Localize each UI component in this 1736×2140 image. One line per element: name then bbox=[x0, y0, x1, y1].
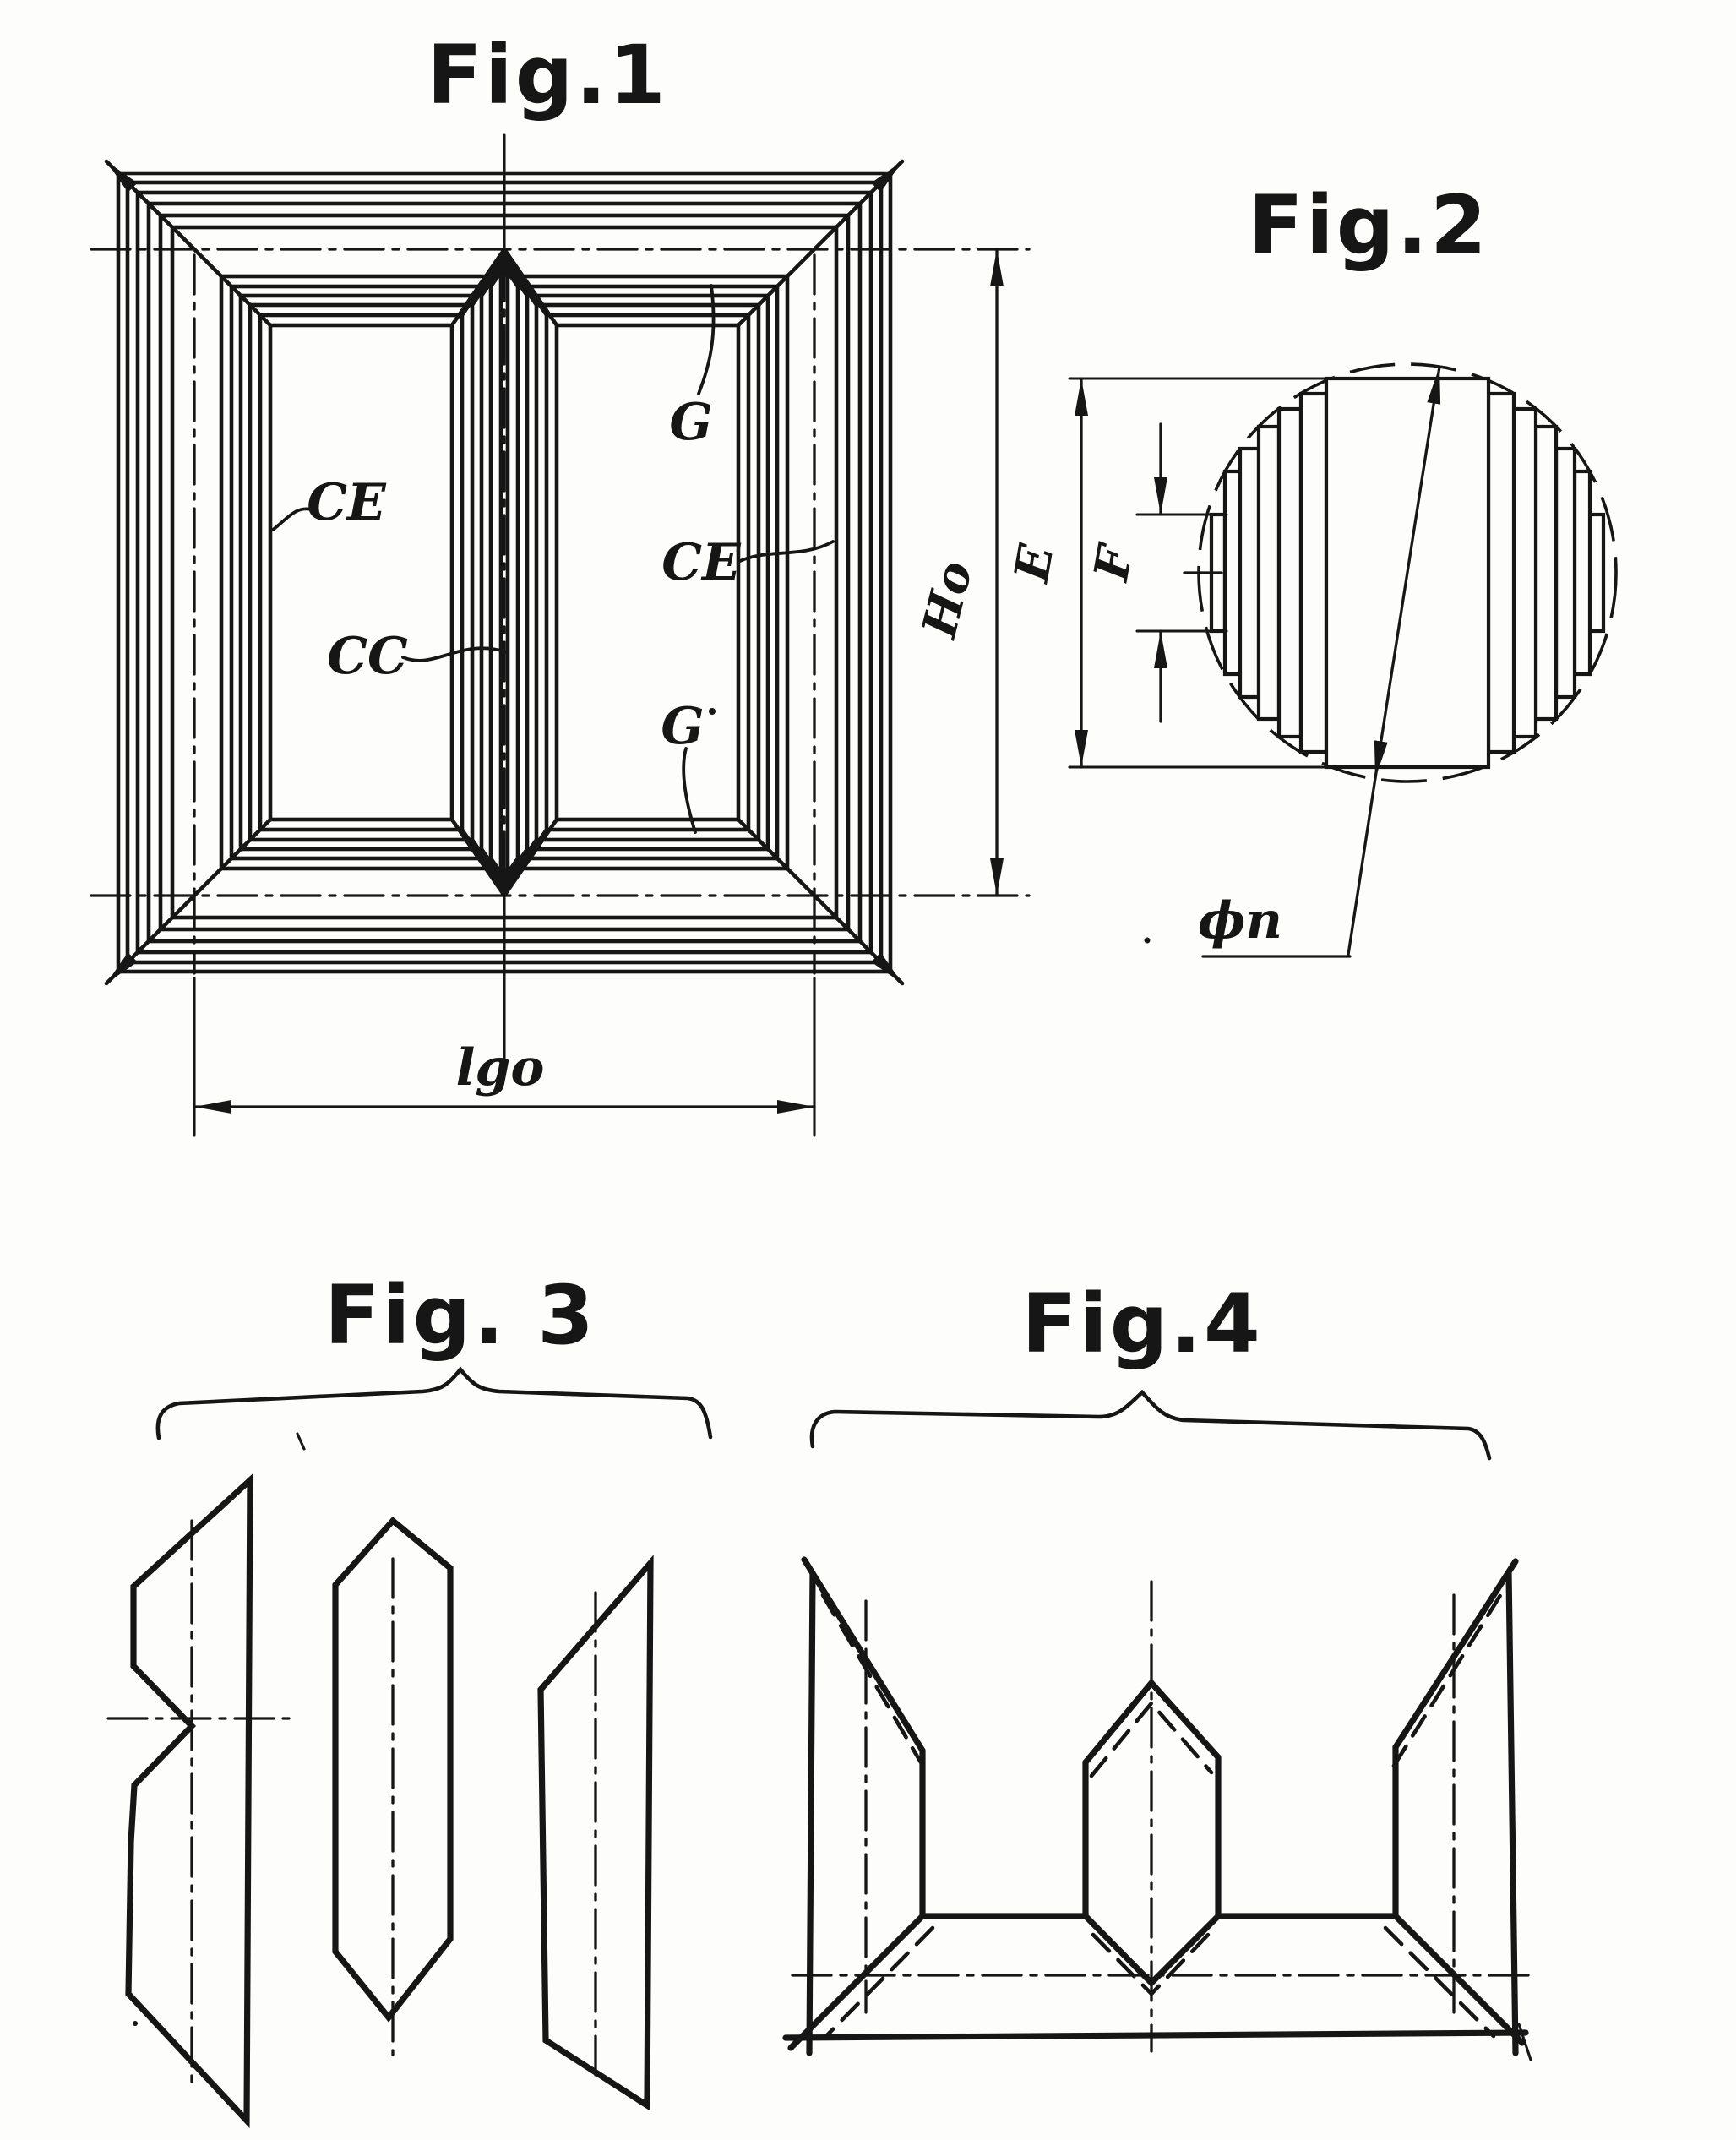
fig1-label-cc: CC bbox=[327, 627, 408, 686]
fig1-leaders bbox=[271, 284, 835, 834]
fig1-label-g-bottom: G bbox=[661, 697, 704, 756]
scan-specks bbox=[133, 708, 1151, 2026]
fig4-brace bbox=[809, 1389, 1492, 1461]
fig1-right-window-laminations bbox=[505, 274, 790, 871]
fig2-dim-label-e: E bbox=[1004, 540, 1065, 588]
fig2-dim-label-f: F bbox=[1083, 538, 1145, 586]
fig1-dim-label-ho: Ho bbox=[911, 556, 983, 645]
fig1-label-ce-left: CE bbox=[307, 473, 387, 532]
fig3-tick-mark bbox=[296, 1432, 306, 1451]
fig1-dimension-height: Ho bbox=[911, 248, 1004, 897]
fig1-dimension-width: lgo bbox=[193, 977, 816, 1137]
fig3-title: Fig. 3 bbox=[324, 1268, 596, 1363]
fig2-title: Fig.2 bbox=[1248, 178, 1488, 273]
fig4-group: Fig.4 bbox=[782, 1277, 1537, 2061]
fig4-left-limb bbox=[801, 1556, 926, 2056]
fig1-corner-mitre-lines bbox=[104, 159, 905, 986]
fig2-group: Fig.2 E bbox=[1004, 178, 1618, 958]
fig1-group: Fig.1 bbox=[90, 28, 1031, 1137]
fig3-brace bbox=[155, 1366, 713, 1440]
fig1-left-window-laminations bbox=[219, 274, 503, 871]
fig1-centerlines bbox=[90, 133, 1031, 1062]
fig4-title: Fig.4 bbox=[1021, 1277, 1262, 1371]
fig4-middle-limb bbox=[1082, 1580, 1222, 2053]
fig1-label-ce-right: CE bbox=[661, 533, 742, 592]
fig3-strip-parallelogram bbox=[537, 1555, 654, 2111]
fig3-group: Fig. 3 bbox=[106, 1268, 713, 2129]
fig2-dim-label-phi-n: ϕn bbox=[1198, 891, 1282, 950]
fig1-centre-limb-mitres bbox=[449, 247, 559, 898]
fig3-strip-centre-limb bbox=[332, 1517, 454, 2056]
fig1-title: Fig.1 bbox=[427, 28, 667, 123]
fig4-right-limb bbox=[1391, 1558, 1519, 2056]
fig1-dim-label-lgo: lgo bbox=[456, 1038, 545, 1097]
fig4-bottom-yoke bbox=[782, 1913, 1537, 2061]
fig3-strip-notched bbox=[106, 1473, 293, 2129]
fig2-dimension-diameter: ϕn bbox=[1198, 365, 1441, 958]
fig1-label-g-top: G bbox=[669, 393, 712, 452]
